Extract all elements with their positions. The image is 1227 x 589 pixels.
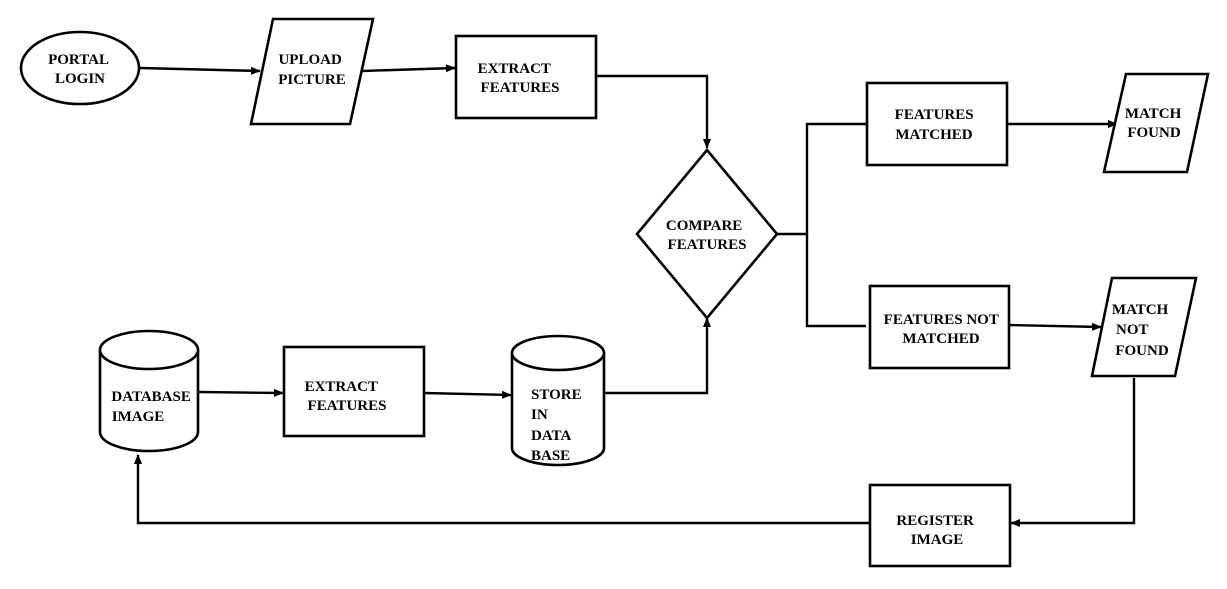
store-in-database-cylinder-top <box>510 334 606 372</box>
portal-login-ellipse <box>19 30 141 106</box>
register-image-box <box>868 483 1012 568</box>
arrow-upload-to-extract <box>361 64 456 73</box>
compare-features-label: COMPARE FEATURES <box>666 218 747 253</box>
node-compare-features: COMPARE FEATURES <box>635 147 779 321</box>
features-matched-label: FEATURES MATCHED <box>895 107 978 143</box>
node-extract-features-top: EXTRACT FEATURES <box>454 34 598 120</box>
arrow-login-to-upload <box>139 66 261 75</box>
arrow-store-to-compare <box>604 317 711 395</box>
node-match-found: MATCH FOUND <box>1102 72 1210 174</box>
arrow-not-found-to-register <box>1010 378 1136 527</box>
node-upload-picture: UPLOAD PICTURE <box>249 17 375 126</box>
database-image-cylinder <box>98 350 200 453</box>
node-register-image: REGISTER IMAGE <box>868 483 1012 568</box>
arrow-database-to-extract <box>198 388 284 397</box>
node-features-matched: FEATURES MATCHED <box>865 81 1009 167</box>
match-not-found-label: MATCH NOT FOUND <box>1112 302 1172 359</box>
upload-picture-label: UPLOAD PICTURE <box>278 52 346 88</box>
branch-compare-to-outcomes <box>777 122 866 236</box>
portal-login-label: PORTAL LOGIN <box>48 52 112 87</box>
database-image-cylinder-top <box>98 329 200 371</box>
store-in-database-label: STORE IN DATA BASE <box>531 387 585 464</box>
extract-features-top-label: EXTRACT FEATURES <box>478 61 560 96</box>
node-extract-features-bottom: EXTRACT FEATURES <box>282 345 426 438</box>
match-not-found-parallelogram <box>1090 276 1198 378</box>
database-image-label: DATABASE IMAGE <box>111 389 194 425</box>
compare-features-diamond <box>635 147 779 321</box>
extract-features-top-box <box>454 34 598 120</box>
arrow-extract-to-compare <box>596 74 711 149</box>
features-not-matched-box <box>868 284 1011 370</box>
node-portal-login: PORTAL LOGIN <box>19 30 141 106</box>
match-found-label: MATCH FOUND <box>1125 106 1185 141</box>
arrow-extract-to-store <box>423 390 512 399</box>
arrow-register-to-database <box>134 454 870 525</box>
upload-picture-parallelogram <box>249 17 375 126</box>
extract-features-bottom-box <box>282 345 426 438</box>
node-database-image: DATABASE IMAGE <box>98 329 200 453</box>
node-store-in-database: STORE IN DATA BASE <box>510 334 606 467</box>
features-not-matched-label: FEATURES NOT MATCHED <box>884 312 1003 347</box>
match-found-parallelogram <box>1102 72 1210 174</box>
arrow-not-matched-to-not-found <box>1008 322 1102 331</box>
node-match-not-found: MATCH NOT FOUND <box>1090 276 1198 378</box>
features-matched-box <box>865 81 1009 167</box>
extract-features-bottom-label: EXTRACT FEATURES <box>305 379 387 414</box>
store-in-database-cylinder <box>510 353 606 467</box>
register-image-label: REGISTER IMAGE <box>896 513 977 548</box>
connectors <box>134 64 1136 527</box>
node-features-not-matched: FEATURES NOT MATCHED <box>868 284 1011 370</box>
branch-compare-to-not-matched <box>805 234 866 328</box>
